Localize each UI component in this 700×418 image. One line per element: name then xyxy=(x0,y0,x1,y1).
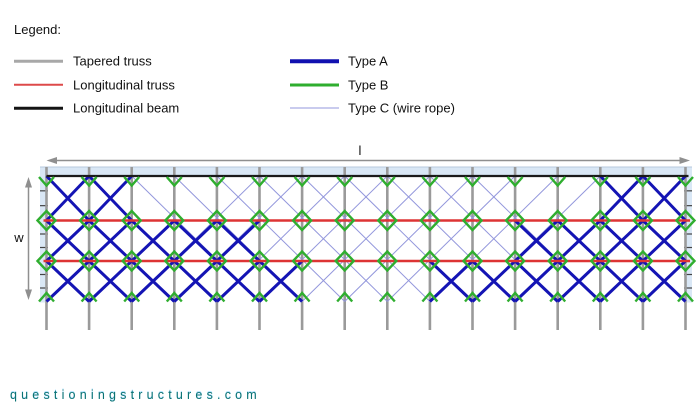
type-a-label: Type A xyxy=(348,53,388,69)
type-c-line-sample xyxy=(290,107,339,109)
legend-row-2: Longitudinal truss Type B xyxy=(14,77,634,93)
tapered-truss-label: Tapered truss xyxy=(73,53,152,69)
watermark-text: questioningstructures.com xyxy=(10,388,261,402)
legend-row-1: Tapered truss Type A xyxy=(14,53,634,69)
type-b-line-sample xyxy=(290,83,339,86)
length-dimension-label: l xyxy=(359,143,362,158)
legend: Legend: Tapered truss Type A Longitudina… xyxy=(14,22,634,122)
longitudinal-truss-line-sample xyxy=(14,83,63,86)
type-b-label: Type B xyxy=(348,77,389,92)
legend-row-3: Longitudinal beam Type C (wire rope) xyxy=(14,100,634,116)
type-c-label: Type C (wire rope) xyxy=(348,100,455,116)
type-a-line-sample xyxy=(290,59,339,63)
structure-layers xyxy=(25,157,697,330)
longitudinal-beam-line-sample xyxy=(14,106,63,110)
longitudinal-truss-label: Longitudinal truss xyxy=(73,77,175,92)
longitudinal-beam-label: Longitudinal beam xyxy=(73,100,180,116)
tapered-truss-line-sample xyxy=(14,59,63,63)
width-dimension-label: w xyxy=(13,230,24,245)
legend-title: Legend: xyxy=(14,22,61,37)
